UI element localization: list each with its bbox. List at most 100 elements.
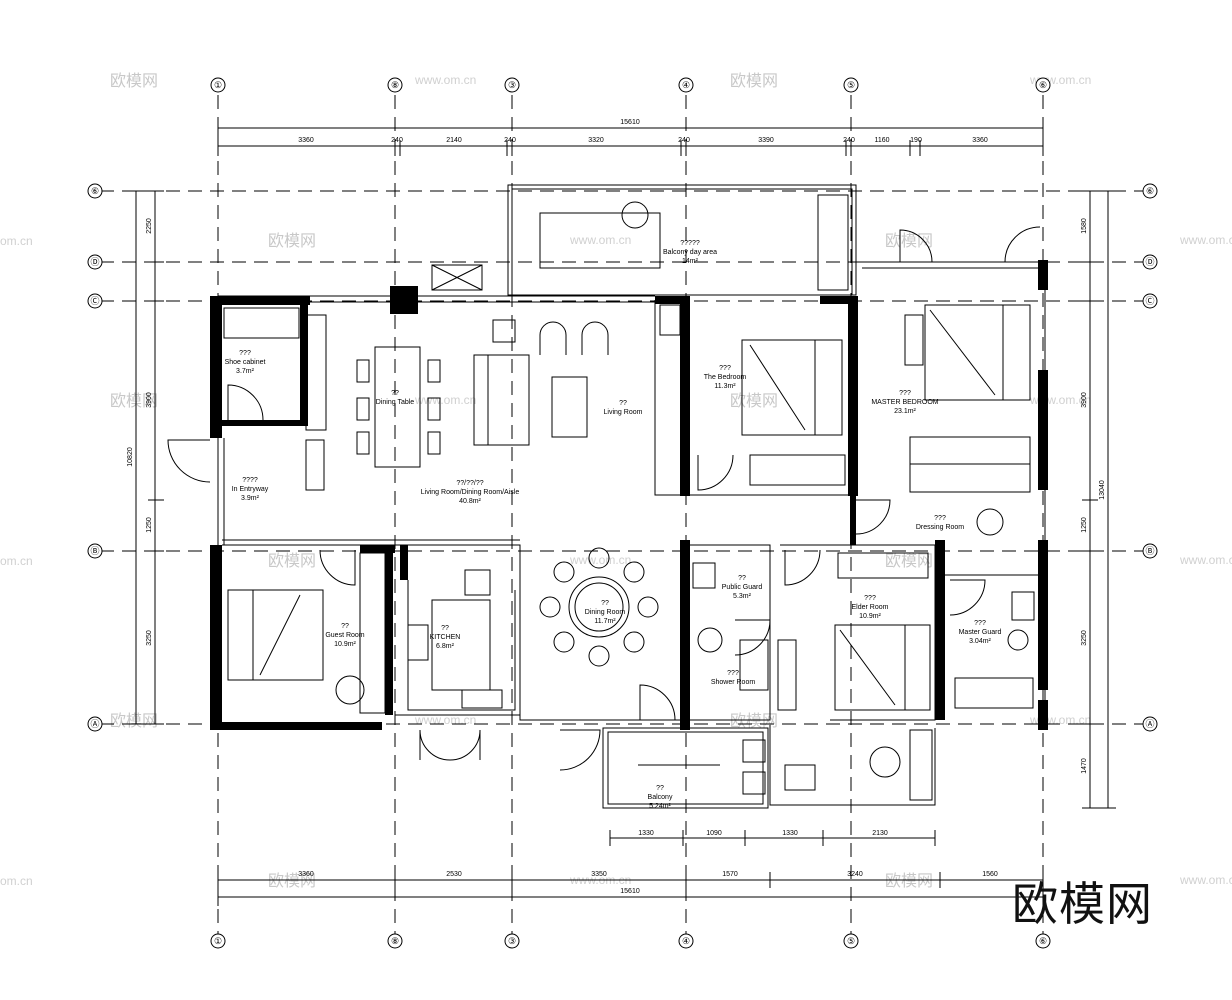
watermark: 欧模网	[885, 231, 933, 250]
axis-bubble: Ⓐ	[1142, 716, 1158, 732]
axis-bubble: ⑧	[387, 933, 403, 949]
axis-label: Ⓑ	[90, 546, 99, 556]
guest-wardrobe	[359, 552, 386, 714]
dimension-value: 3320	[588, 137, 604, 144]
dimension-value: 1090	[706, 830, 722, 837]
shoe-door	[227, 384, 264, 421]
axis-bubble: ⑥	[87, 183, 103, 199]
shower	[739, 639, 769, 691]
dimension-value: 2530	[446, 871, 462, 878]
dimension-value: 15610	[620, 119, 640, 126]
watermark-url: om.cn	[0, 874, 33, 888]
dimension-value: 240	[678, 137, 690, 144]
brand-logo: 欧模网	[1012, 877, 1153, 931]
dimension-value: 1580	[1081, 218, 1088, 234]
public-vanity	[692, 562, 716, 589]
dimension-value: 1470	[1081, 758, 1088, 774]
axis-label: ③	[508, 80, 516, 90]
axis-bubble: ④	[678, 77, 694, 93]
watermark: 欧模网	[268, 231, 316, 250]
axis-label: ⑥	[1039, 936, 1047, 946]
public-toilet	[697, 627, 723, 653]
axis-label: ①	[214, 80, 222, 90]
sink	[461, 689, 503, 709]
dining-table-long	[374, 346, 421, 468]
dryer	[742, 771, 766, 795]
second-bed	[741, 339, 843, 436]
dimension-value: 1250	[146, 517, 153, 533]
room-label: ???Shower Room	[711, 670, 756, 686]
watermark-url: www.om.cn	[1179, 553, 1232, 567]
axis-bubble: Ⓑ	[87, 543, 103, 559]
axis-label: ⑤	[847, 936, 855, 946]
watermark-url: om.cn	[0, 234, 33, 248]
room-label: ??Dining Table	[376, 390, 415, 406]
elder-bed	[834, 624, 931, 711]
dimension-value: 240	[843, 137, 855, 144]
dimension-value: 1160	[874, 137, 889, 144]
dimension-value: 13040	[1099, 480, 1106, 500]
watermark-url: www.om.cn	[569, 553, 631, 567]
axis-label: Ⓐ	[90, 719, 99, 729]
dimension-value: 3360	[298, 137, 314, 144]
study-chair	[869, 746, 901, 778]
dimension-value: 240	[504, 137, 516, 144]
axis-label: Ⓑ	[1145, 546, 1154, 556]
axis-bubble: Ⓓ	[1142, 254, 1158, 270]
axis-bubble: Ⓑ	[1142, 543, 1158, 559]
axis-bubble: ⑥	[1035, 77, 1051, 93]
fridge	[464, 569, 491, 596]
dimension-lines-left	[128, 190, 164, 725]
dimension-value: 190	[910, 137, 922, 144]
watermark: 欧模网	[110, 711, 158, 730]
axis-bubble: ①	[210, 933, 226, 949]
dimension-value: 1330	[638, 830, 654, 837]
watermark-url: www.om.cn	[569, 233, 631, 247]
axis-bubble: ⑧	[387, 77, 403, 93]
axis-label: Ⓓ	[1145, 257, 1154, 267]
dimension-value: 2250	[146, 218, 153, 234]
entry-cabinet	[305, 314, 327, 431]
watermark-url: www.om.cn	[1179, 873, 1232, 887]
axis-bubble: ③	[504, 77, 520, 93]
side-table	[492, 319, 516, 343]
axis-label: ⑥	[1146, 186, 1154, 196]
kitchen-balcony-door	[419, 729, 481, 761]
watermark-url: www.om.cn	[414, 393, 476, 407]
study-desk	[909, 729, 933, 801]
axis-bubble: ⑥	[1142, 183, 1158, 199]
master-bathtub	[954, 677, 1034, 709]
dimension-value: 1330	[782, 830, 798, 837]
axis-bubble: ③	[504, 933, 520, 949]
axis-bubble: ⑤	[843, 77, 859, 93]
axis-label: Ⓒ	[1145, 296, 1154, 306]
dimension-value: 15610	[620, 888, 640, 895]
dimension-value: 3250	[146, 630, 153, 646]
axis-label: Ⓓ	[90, 257, 99, 267]
axis-bubble: Ⓐ	[87, 716, 103, 732]
dressing-door	[855, 499, 891, 535]
dimension-lines-bottom	[217, 830, 1044, 906]
axis-grid	[100, 95, 1145, 935]
armchair	[539, 321, 567, 355]
dimension-text-top: 15610 3360 240 2140 240 3320 240 3390 24…	[298, 119, 988, 144]
balcony-door-right	[1004, 226, 1041, 263]
axis-bubbles-bottom: ① ⑧ ③ ④ ⑤ ⑥	[210, 933, 1051, 949]
shoe-cabinet	[223, 307, 300, 339]
axis-label: ⑧	[391, 936, 399, 946]
watermark: 欧模网	[268, 551, 316, 570]
furniture	[223, 194, 1035, 801]
watermark: 欧模网	[885, 551, 933, 570]
armchair	[581, 321, 609, 355]
walls	[210, 260, 1048, 730]
watermark-url: om.cn	[0, 554, 33, 568]
